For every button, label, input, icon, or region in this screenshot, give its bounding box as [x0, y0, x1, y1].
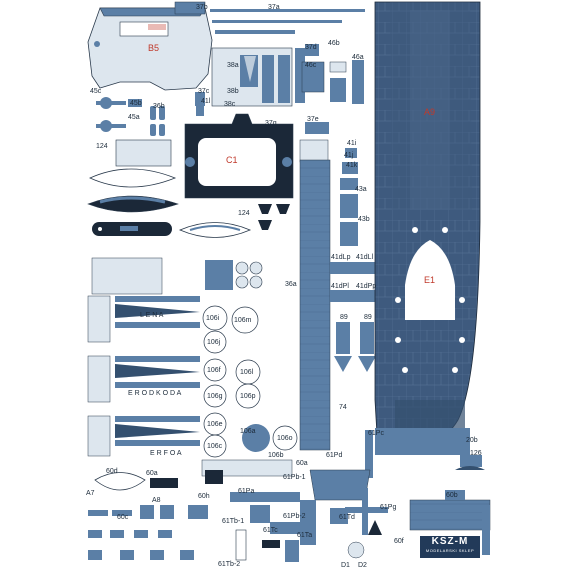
label-126: 126	[470, 450, 482, 457]
label-a9: A9	[424, 107, 436, 117]
label-41l: 41l	[201, 98, 211, 105]
label-106j: 106j	[207, 339, 221, 346]
label-106o: 106o	[277, 435, 293, 442]
label-124-b: 124	[238, 210, 250, 217]
label-60d: 60d	[106, 468, 118, 475]
label-38b: 38b	[227, 88, 239, 95]
brand-logo-text: KSZ-M	[431, 536, 469, 547]
label-60h: 60h	[198, 493, 210, 500]
label-61ta: 61Ta	[297, 532, 313, 539]
label-38a: 38a	[227, 62, 239, 69]
label-61tb-2: 61Tb-2	[218, 561, 241, 568]
label-37b: 37b	[196, 4, 208, 11]
label-61pg: 61Pg	[380, 504, 397, 511]
label-61pb-1: 61Pb-1	[283, 474, 306, 481]
label-46c: 46c	[305, 62, 317, 69]
label-20b: 20b	[466, 437, 478, 444]
label-106g: 106g	[207, 393, 223, 400]
label-37g: 37g	[265, 120, 277, 127]
label-b5: B5	[148, 43, 160, 53]
label-74: 74	[339, 404, 347, 411]
label-a7: A7	[86, 490, 95, 497]
label-41k: 41k	[346, 162, 358, 169]
label-37a: 37a	[268, 4, 280, 11]
label-106f: 106f	[207, 367, 221, 374]
label-106l: 106l	[240, 369, 254, 376]
label-106a: 106a	[240, 428, 256, 435]
label-61td: 61Td	[339, 514, 355, 521]
label-e1: E1	[424, 275, 436, 285]
label-60b: 60b	[446, 492, 458, 499]
label-37d: 37d	[305, 44, 317, 51]
label-106p: 106p	[240, 393, 256, 400]
label-61pc: 61Pc	[368, 430, 384, 437]
label-38c: 38c	[224, 101, 236, 108]
label-46a: 46a	[352, 54, 364, 61]
brand-logo: KSZ-M MODELARSKI SKLEP	[420, 536, 480, 558]
label-d1: D1	[341, 562, 350, 569]
label-41j: 41j	[344, 152, 354, 159]
label-erfoa: E R F O A	[150, 450, 182, 457]
label-41dll: 41dLl	[356, 254, 374, 261]
label-106i: 106i	[206, 315, 220, 322]
label-60a: 60a	[146, 470, 158, 477]
label-61pb-2: 61Pb-2	[283, 513, 306, 520]
label-106c: 106c	[207, 443, 223, 450]
label-60f: 60f	[394, 538, 404, 545]
label-erodkoda: E R O D K O D A	[128, 390, 182, 397]
label-89-a: 89	[340, 314, 348, 321]
label-60a-top: 60a	[296, 460, 308, 467]
label-37c: 37c	[198, 88, 210, 95]
label-61pa: 61Pa	[238, 488, 255, 495]
label-41i: 41i	[347, 140, 357, 147]
label-37e: 37e	[307, 116, 319, 123]
label-36a: 36a	[285, 281, 297, 288]
label-45a: 45a	[128, 114, 140, 121]
label-41dpp: 41dPp	[356, 283, 377, 290]
label-60c: 60c	[117, 514, 129, 521]
label-d2: D2	[358, 562, 367, 569]
label-106m: 106m	[234, 317, 252, 324]
label-lena: L E N A	[140, 312, 164, 319]
label-45b: 45b	[130, 100, 142, 107]
label-36b: 36b	[153, 103, 165, 110]
label-89-b: 89	[364, 314, 372, 321]
brand-subtext: MODELARSKI SKLEP	[425, 548, 475, 553]
label-c1: C1	[226, 155, 238, 165]
label-61tc: 61Tc	[263, 527, 278, 534]
label-106e: 106e	[207, 421, 223, 428]
label-43a: 43a	[355, 186, 367, 193]
label-43b: 43b	[358, 216, 370, 223]
label-a8: A8	[152, 497, 161, 504]
label-61pd: 61Pd	[326, 452, 343, 459]
label-41dlp: 41dLp	[331, 254, 351, 261]
label-45c: 45c	[90, 88, 102, 95]
label-106b: 106b	[268, 452, 284, 459]
label-124-a: 124	[96, 143, 108, 150]
label-46b: 46b	[328, 40, 340, 47]
label-61tb-1: 61Tb-1	[222, 518, 245, 525]
label-41dpl: 41dPl	[331, 283, 349, 290]
